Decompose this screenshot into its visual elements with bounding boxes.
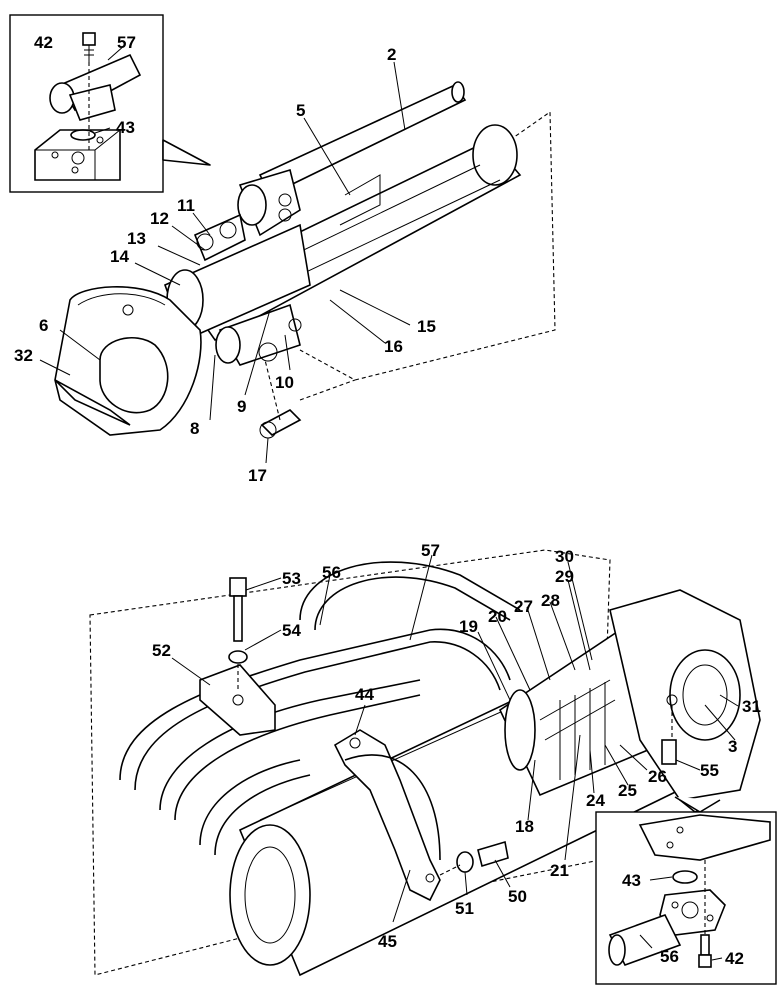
label-19: 19 — [459, 617, 478, 636]
label-3: 3 — [728, 737, 737, 756]
label-31: 31 — [742, 697, 761, 716]
label-10: 10 — [275, 373, 294, 392]
label-57-top: 57 — [117, 33, 136, 52]
label-52: 52 — [152, 641, 171, 660]
label-51: 51 — [455, 899, 474, 918]
label-53: 53 — [282, 569, 301, 588]
part-number-labels: 42 57 43 2 5 11 12 13 14 6 32 15 16 9 10… — [14, 33, 761, 968]
label-54: 54 — [282, 621, 301, 640]
label-30: 30 — [555, 547, 574, 566]
label-50: 50 — [508, 887, 527, 906]
label-11: 11 — [177, 196, 195, 215]
label-44: 44 — [355, 685, 374, 704]
label-56-bottom: 56 — [660, 947, 679, 966]
label-55: 55 — [700, 761, 719, 780]
label-12: 12 — [150, 209, 169, 228]
label-2: 2 — [387, 45, 396, 64]
inset-bottom-right — [595, 796, 777, 985]
label-27: 27 — [514, 597, 533, 616]
label-24: 24 — [586, 791, 605, 810]
rod-end-assembly — [39, 61, 556, 464]
label-20: 20 — [488, 607, 507, 626]
label-8: 8 — [190, 419, 199, 438]
label-5: 5 — [296, 101, 305, 120]
label-42-bottom: 42 — [725, 949, 744, 968]
label-16: 16 — [384, 337, 403, 356]
label-17: 17 — [248, 466, 267, 485]
label-25: 25 — [618, 781, 637, 800]
label-9: 9 — [237, 397, 246, 416]
cylinder-assembly — [89, 549, 761, 977]
label-42-top: 42 — [34, 33, 53, 52]
label-56-top: 56 — [322, 563, 341, 582]
label-18: 18 — [515, 817, 534, 836]
label-14: 14 — [110, 247, 129, 266]
label-32: 32 — [14, 346, 33, 365]
label-28: 28 — [541, 591, 560, 610]
label-13: 13 — [127, 229, 146, 248]
label-26: 26 — [648, 767, 667, 786]
label-21: 21 — [550, 861, 569, 880]
inset-top-left — [9, 14, 211, 193]
label-45: 45 — [378, 932, 397, 951]
label-15: 15 — [417, 317, 436, 336]
label-29: 29 — [555, 567, 574, 586]
label-57-mid: 57 — [421, 541, 440, 560]
label-43-top: 43 — [116, 118, 135, 137]
label-43-bottom: 43 — [622, 871, 641, 890]
label-6: 6 — [39, 316, 48, 335]
